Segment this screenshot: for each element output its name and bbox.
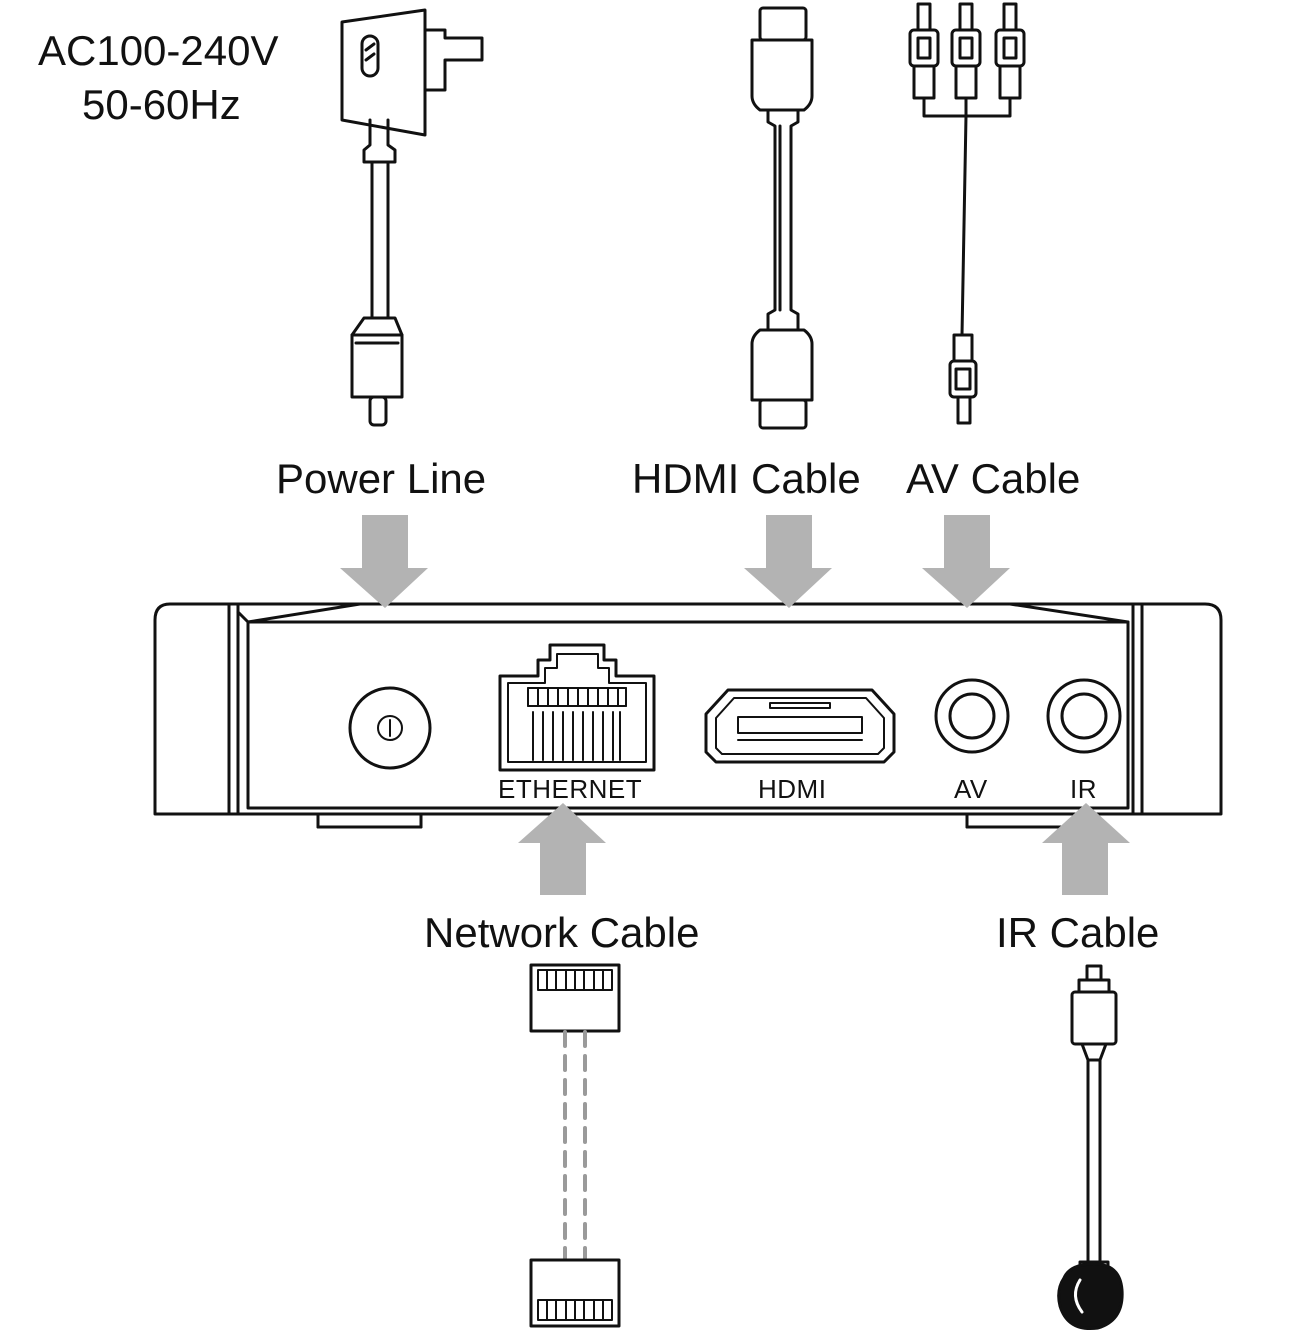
arrow-up-ir-icon [1042,803,1130,895]
ir-port-label: IR [1070,774,1097,804]
ir-cable-icon [1057,964,1124,1331]
ir-port-icon [1046,678,1122,754]
av-cable-label: AV Cable [906,455,1081,502]
network-cable-label: Network Cable [424,909,700,956]
arrow-down-av-icon [922,515,1010,608]
hdmi-port-label: HDMI [758,774,827,804]
arrow-down-power-icon [340,515,428,608]
network-cable-icon [529,963,621,1328]
set-top-box-rear-panel [153,602,1223,829]
power-line-label: Power Line [276,455,487,502]
dc-power-port-icon [348,686,432,770]
arrow-up-network-icon [518,803,606,895]
hdmi-cable-label: HDMI Cable [632,455,861,502]
av-cable-icon [908,2,1026,425]
av-port-icon [934,678,1010,754]
ir-cable-label: IR Cable [996,909,1160,956]
ethernet-port-icon [498,643,656,772]
power-adapter-icon [340,8,484,427]
frequency-spec: 50-60Hz [82,81,241,128]
av-port-label: AV [954,774,988,804]
hdmi-port-icon [704,688,896,764]
ethernet-port-label: ETHERNET [498,774,643,804]
hdmi-cable-icon [750,6,814,430]
arrow-down-hdmi-icon [744,515,832,608]
voltage-spec: AC100-240V [38,27,279,74]
